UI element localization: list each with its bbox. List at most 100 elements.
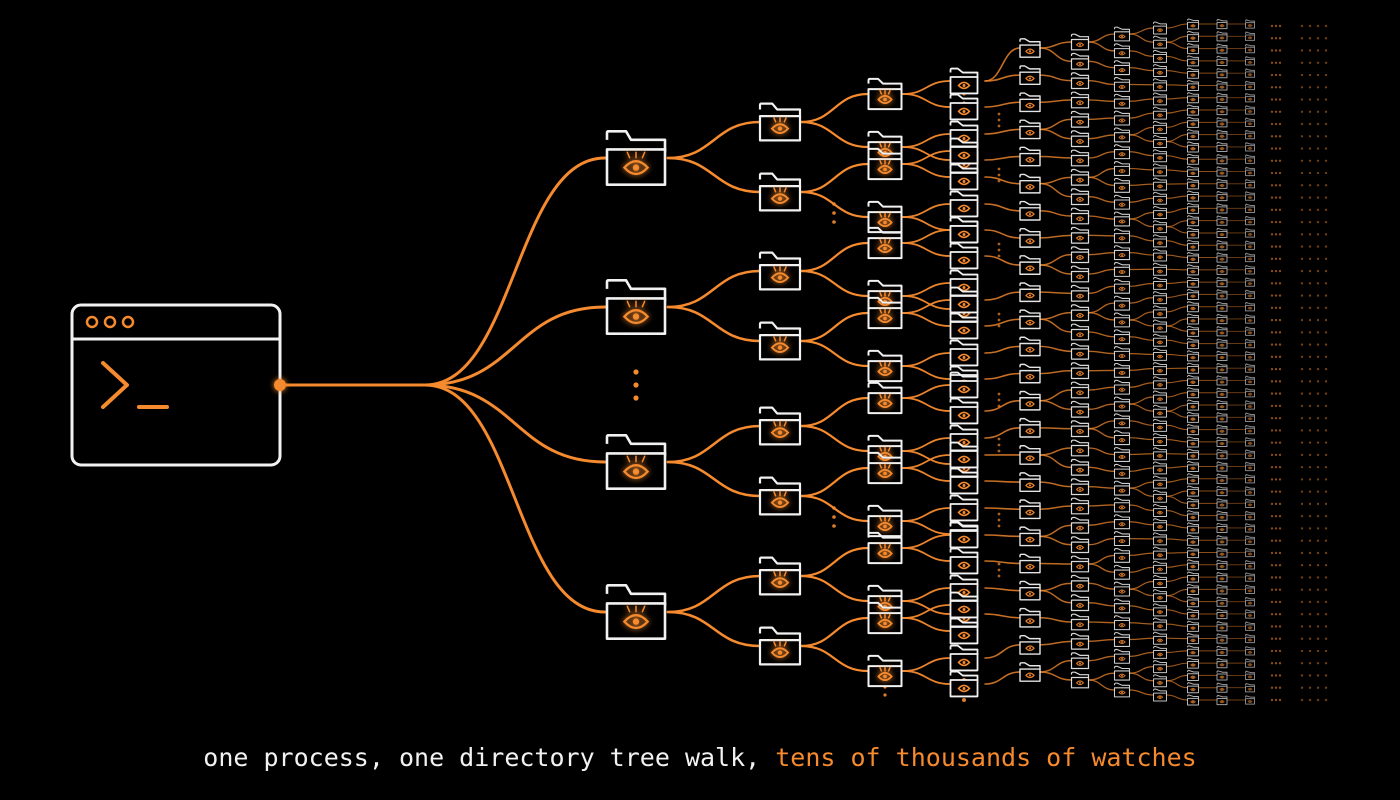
fading-dot <box>1274 24 1278 28</box>
tree-edge <box>1087 386 1116 391</box>
fading-dot <box>1270 257 1274 261</box>
folder-eye-icon <box>1245 240 1255 250</box>
folder-eye-icon <box>1113 312 1131 328</box>
fading-dot <box>1278 551 1282 555</box>
folder-eye-icon <box>1245 670 1255 681</box>
fading-dot <box>1324 184 1328 187</box>
fading-dot <box>1274 171 1278 175</box>
folder-eye-icon <box>1187 165 1199 178</box>
folder-eye-icon <box>1153 64 1167 78</box>
fading-dot <box>1324 588 1328 591</box>
tree-edge <box>1128 183 1155 187</box>
tree-edge <box>1165 325 1189 332</box>
fading-dot <box>1308 416 1312 420</box>
folder-eye-icon <box>1216 264 1228 275</box>
folder-eye-icon <box>1187 522 1199 534</box>
folder-eye-icon <box>1187 288 1199 300</box>
folder-eye-icon <box>1187 473 1199 485</box>
folder-eye-icon <box>1245 683 1255 693</box>
folder-eye-icon <box>1187 141 1199 153</box>
fading-dot <box>1316 502 1320 506</box>
folder-eye-icon <box>1245 449 1255 459</box>
folder-eye-icon <box>1245 191 1255 201</box>
fading-dot <box>1270 196 1274 199</box>
folder-eye-icon <box>1113 346 1131 362</box>
fading-dot <box>1278 502 1282 506</box>
fading-dot <box>1316 331 1320 334</box>
folder-eye-icon <box>1113 598 1131 614</box>
fading-dot <box>1308 331 1312 334</box>
tree-edge <box>1165 195 1189 199</box>
folder-eye-icon <box>1019 526 1041 547</box>
vertical-ellipsis-icon <box>633 382 639 388</box>
folder-eye-icon <box>1216 571 1228 583</box>
tree-edge <box>1087 420 1116 430</box>
folder-eye-icon <box>1187 338 1199 350</box>
folder-eye-icon <box>949 163 979 191</box>
fading-dot <box>1300 98 1304 101</box>
folder-eye-icon <box>1019 173 1041 194</box>
fading-dot <box>1316 61 1320 64</box>
folder-eye-icon <box>758 556 802 596</box>
fading-dot <box>1278 171 1282 175</box>
folder-eye-icon <box>1187 67 1199 79</box>
fading-dot <box>1270 184 1274 187</box>
tree-edge <box>1128 319 1155 327</box>
tree-edge <box>1087 537 1116 546</box>
fading-dot <box>1274 416 1278 420</box>
tree-edge <box>1039 118 1073 131</box>
tree-edge <box>1128 504 1155 512</box>
fading-dot <box>1324 73 1328 77</box>
tree-edge <box>1128 605 1155 611</box>
vertical-ellipsis-icon <box>832 515 836 519</box>
folder-eye-icon <box>1187 448 1199 460</box>
folder-eye-icon <box>1245 179 1255 189</box>
fading-dot <box>1278 576 1282 579</box>
fading-dot <box>1270 159 1274 162</box>
tree-edge <box>1165 254 1189 259</box>
folder-eye-icon <box>1245 633 1255 644</box>
fading-dot <box>1300 441 1304 444</box>
folder-eye-icon <box>1216 154 1228 165</box>
vertical-ellipsis-icon <box>633 369 639 375</box>
fading-dot <box>1274 674 1278 677</box>
folder-eye-icon <box>1187 79 1199 92</box>
fading-dot <box>1278 86 1282 89</box>
folder-eye-icon <box>867 531 903 565</box>
fading-dot <box>1278 465 1282 469</box>
fading-dot <box>1316 551 1320 555</box>
folder-eye-icon <box>1216 436 1228 447</box>
caption: one process, one directory tree walk, te… <box>0 738 1400 778</box>
tree-edge <box>984 101 1021 108</box>
tree-edge <box>984 427 1021 439</box>
tree-edge <box>902 397 951 412</box>
tree-edge <box>1087 41 1116 52</box>
folder-eye-icon <box>1153 674 1167 688</box>
folder-eye-icon <box>758 476 802 516</box>
fading-dot <box>1316 404 1320 408</box>
fading-dot <box>1270 576 1274 579</box>
tree-edge <box>1165 55 1189 62</box>
tree-edge <box>1165 392 1189 398</box>
folder-eye-icon <box>1216 461 1228 472</box>
folder-eye-icon <box>1187 485 1199 497</box>
tree-edge <box>984 534 1021 538</box>
fading-dot <box>1324 86 1328 89</box>
folder-eye-icon <box>867 296 903 330</box>
vertical-ellipsis-icon <box>997 443 1001 447</box>
folder-eye-icon <box>1245 437 1255 447</box>
fading-dot <box>1270 478 1274 481</box>
tree-edge <box>984 345 1021 354</box>
folder-eye-icon <box>1153 404 1167 418</box>
folder-eye-icon <box>1187 264 1199 276</box>
tree-edge <box>902 520 951 535</box>
folder-eye-icon <box>1187 694 1199 706</box>
folder-eye-icon <box>1153 560 1167 574</box>
fading-dot <box>1270 380 1274 383</box>
tree-edge <box>1128 67 1155 72</box>
fading-dot <box>1324 61 1328 64</box>
folder-eye-icon <box>1187 497 1199 509</box>
folder-eye-icon <box>1019 363 1041 384</box>
folder-eye-icon <box>1245 584 1255 595</box>
folder-eye-icon <box>1245 486 1255 496</box>
